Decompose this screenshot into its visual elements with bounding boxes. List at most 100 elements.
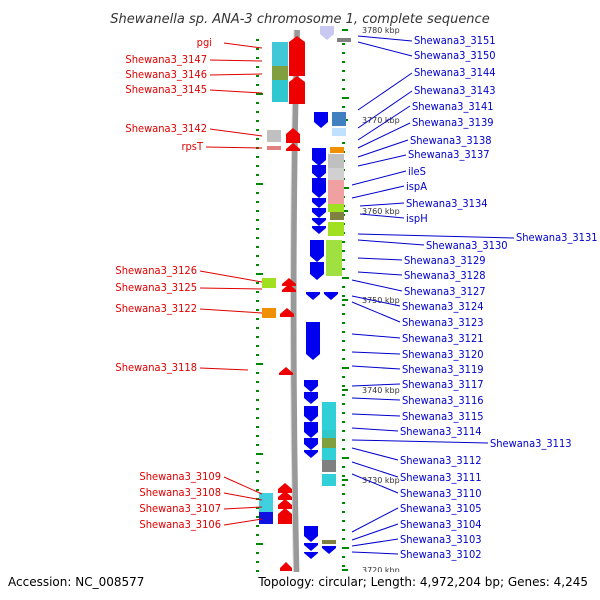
map-title: Shewanella sp. ANA-3 chromosome 1, compl… bbox=[110, 12, 489, 27]
leader-line bbox=[357, 105, 411, 141]
forward-gene-arrow bbox=[278, 491, 292, 500]
leader-line bbox=[223, 518, 263, 526]
leader-line bbox=[199, 287, 263, 290]
leader-line bbox=[351, 523, 399, 541]
gene-label[interactable]: Shewana3_3110 bbox=[400, 487, 482, 500]
leader-line bbox=[357, 90, 413, 129]
reverse-gene-arrow bbox=[312, 178, 326, 198]
gene-label[interactable]: Shewana3_3125 bbox=[115, 281, 197, 294]
gene-label[interactable]: Shewana3_3118 bbox=[115, 361, 197, 374]
leader-line bbox=[359, 202, 405, 207]
reverse-gene-arrow bbox=[314, 112, 328, 128]
leader-line bbox=[209, 59, 263, 62]
gene-label[interactable]: rpsT bbox=[181, 140, 204, 153]
gene-label[interactable]: Shewana3_3130 bbox=[426, 239, 508, 252]
leader-line bbox=[351, 351, 401, 355]
reverse-gene-arrow bbox=[320, 26, 334, 40]
gene-label[interactable]: Shewana3_3106 bbox=[139, 518, 221, 531]
forward-gene-arrow bbox=[282, 278, 296, 286]
gene-label[interactable]: Shewana3_3137 bbox=[408, 148, 490, 161]
gene-label[interactable]: Shewana3_3109 bbox=[139, 470, 221, 483]
gene-label[interactable]: ileS bbox=[408, 165, 426, 178]
leader-line bbox=[359, 213, 405, 219]
gene-label[interactable]: Shewana3_3102 bbox=[400, 548, 482, 561]
gene-label[interactable]: Shewana3_3111 bbox=[400, 471, 482, 484]
leader-line bbox=[223, 492, 263, 501]
gene-function-block bbox=[322, 430, 336, 438]
leader-line bbox=[357, 35, 413, 42]
kbp-label: 3730 kbp bbox=[362, 476, 400, 485]
reverse-gene-arrow bbox=[304, 543, 318, 551]
reverse-gene-arrow bbox=[306, 292, 320, 300]
gene-label[interactable]: Shewana3_3145 bbox=[125, 83, 207, 96]
gene-label[interactable]: Shewana3_3138 bbox=[410, 134, 492, 147]
leader-line bbox=[351, 170, 407, 186]
gene-label[interactable]: Shewana3_3104 bbox=[400, 518, 482, 531]
gene-label[interactable]: Shewana3_3114 bbox=[400, 425, 482, 438]
gene-label[interactable]: Shewana3_3151 bbox=[414, 34, 496, 47]
gene-function-block bbox=[337, 38, 351, 42]
gene-function-block bbox=[262, 308, 276, 318]
gene-label[interactable]: Shewana3_3127 bbox=[404, 285, 486, 298]
gene-label[interactable]: Shewana3_3147 bbox=[125, 53, 207, 66]
gene-label[interactable]: Shewana3_3119 bbox=[402, 363, 484, 376]
gene-function-block bbox=[328, 204, 344, 212]
footer-background bbox=[0, 572, 600, 600]
leader-line bbox=[351, 551, 399, 555]
gene-label[interactable]: pgi bbox=[197, 36, 212, 49]
gene-label[interactable]: Shewana3_3113 bbox=[490, 437, 572, 450]
gene-label[interactable]: Shewana3_3124 bbox=[402, 300, 484, 313]
gene-function-block bbox=[328, 154, 344, 168]
gene-label[interactable]: ispA bbox=[406, 180, 427, 193]
reverse-strand-features bbox=[304, 26, 351, 600]
gene-label[interactable]: Shewana3_3108 bbox=[139, 486, 221, 499]
gene-label[interactable]: Shewana3_3143 bbox=[414, 84, 496, 97]
gene-label[interactable]: Shewana3_3150 bbox=[414, 49, 496, 62]
reverse-gene-arrow bbox=[306, 322, 320, 360]
gene-label[interactable]: Shewana3_3141 bbox=[412, 100, 494, 113]
chromosome-backbone-edge bbox=[290, 29, 295, 600]
gene-label[interactable]: Shewana3_3128 bbox=[404, 269, 486, 282]
gene-function-block bbox=[322, 540, 336, 544]
reverse-gene-arrow bbox=[324, 292, 338, 300]
gene-label[interactable]: Shewana3_3129 bbox=[404, 254, 486, 267]
gene-function-block bbox=[262, 278, 276, 288]
gene-label[interactable]: Shewana3_3120 bbox=[402, 348, 484, 361]
gene-label[interactable]: Shewana3_3142 bbox=[125, 122, 207, 135]
leader-line bbox=[199, 367, 249, 371]
gene-label[interactable]: ispH bbox=[406, 212, 428, 225]
gene-label[interactable]: Shewana3_3107 bbox=[139, 502, 221, 515]
reverse-gene-arrow bbox=[322, 546, 336, 554]
gene-function-block bbox=[322, 438, 336, 448]
gene-label[interactable]: Shewana3_3115 bbox=[402, 410, 484, 423]
gene-label[interactable]: Shewana3_3123 bbox=[402, 316, 484, 329]
gene-label[interactable]: Shewana3_3116 bbox=[402, 394, 484, 407]
gene-label[interactable]: Shewana3_3117 bbox=[402, 378, 484, 391]
gene-label[interactable]: Shewana3_3121 bbox=[402, 332, 484, 345]
gene-label[interactable]: Shewana3_3139 bbox=[412, 116, 494, 129]
gene-label[interactable]: Shewana3_3146 bbox=[125, 68, 207, 81]
forward-gene-arrow bbox=[286, 128, 300, 143]
gene-label[interactable]: Shewana3_3112 bbox=[400, 454, 482, 467]
forward-gene-arrow bbox=[280, 562, 292, 571]
gene-function-block bbox=[332, 112, 346, 126]
gene-label[interactable]: Shewana3_3122 bbox=[115, 302, 197, 315]
leader-line bbox=[351, 538, 399, 547]
gene-function-block bbox=[272, 66, 288, 80]
gene-label[interactable]: Shewana3_3103 bbox=[400, 533, 482, 546]
leader-line bbox=[199, 270, 263, 283]
leader-line bbox=[351, 301, 401, 323]
gene-label[interactable]: Shewana3_3131 bbox=[516, 231, 598, 244]
kbp-label: 3750 kbp bbox=[362, 296, 400, 305]
leader-line bbox=[209, 89, 263, 94]
gene-label[interactable]: Shewana3_3126 bbox=[115, 264, 197, 277]
kbp-label: 3760 kbp bbox=[362, 207, 400, 216]
gene-label[interactable]: Shewana3_3144 bbox=[414, 66, 496, 79]
gene-label[interactable]: Shewana3_3105 bbox=[400, 502, 482, 515]
chromosome-backbone bbox=[290, 29, 300, 600]
leader-line bbox=[351, 447, 399, 461]
leader-line bbox=[209, 73, 263, 76]
gene-label[interactable]: Shewana3_3134 bbox=[406, 197, 488, 210]
kbp-label: 3770 kbp bbox=[362, 116, 400, 125]
